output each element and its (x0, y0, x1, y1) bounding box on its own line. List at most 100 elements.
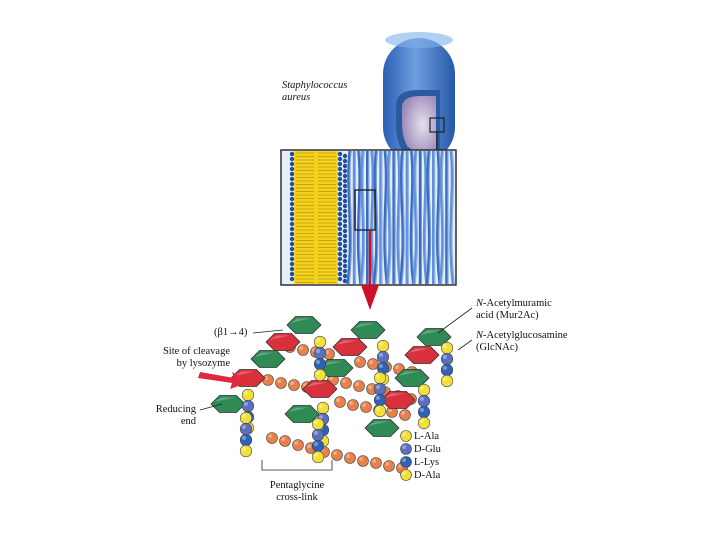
ball-highlight (368, 385, 373, 390)
lipid-head (289, 236, 295, 242)
glcnac-n-prefix: N (476, 330, 484, 341)
pentaglycine-label: Pentaglycine cross-link (247, 480, 347, 504)
glycine-unit (292, 439, 304, 451)
lipid-head (342, 173, 348, 179)
peptidoglycan-fiber (438, 150, 445, 285)
glycine-unit (383, 460, 395, 472)
zoom-arrow-red (361, 230, 379, 310)
lipid-head (289, 276, 295, 282)
peptidoglycan-fiber (425, 150, 432, 285)
lipid-head (342, 178, 348, 184)
sugar-highlight (420, 330, 441, 335)
peptide-residue (440, 352, 454, 366)
glycine-unit (367, 358, 379, 370)
ball-highlight (375, 373, 380, 378)
reducing-end-label: Reducing end (140, 404, 196, 428)
peptide-legend: L-Ala D-Glu L-Lys D-Ala (414, 430, 441, 482)
fiber-highlight (411, 150, 415, 285)
lipid-head (337, 221, 343, 227)
fiber-highlight (398, 150, 402, 285)
peptidoglycan-fiber (396, 150, 402, 285)
glycine-unit (262, 374, 274, 386)
peptidoglycan-fiber (386, 150, 392, 285)
lipid-head (337, 186, 343, 192)
lipid-head (342, 193, 348, 199)
glcnac-abbrev: (GlcNAc) (476, 342, 518, 353)
lipid-head (289, 261, 295, 267)
lipid-head (337, 246, 343, 252)
lipid-head (342, 183, 348, 189)
lipid-head (337, 216, 343, 222)
peptide-residue (239, 422, 253, 436)
lipid-head (289, 166, 295, 172)
peptidoglycan-fiber (436, 150, 442, 285)
mur2ac-sugar (380, 391, 416, 409)
sugar-highlight (254, 352, 275, 357)
ball-highlight (401, 411, 406, 416)
ball-highlight (442, 376, 447, 381)
ball-highlight (241, 435, 246, 440)
ball-highlight (243, 401, 248, 406)
ball-highlight (419, 407, 424, 412)
sugar-highlight (269, 335, 290, 340)
organism-genus: Staphylococcus (282, 80, 348, 91)
ball-highlight (294, 441, 299, 446)
lipid-head (342, 153, 348, 159)
glycine-unit (344, 452, 356, 464)
legend-ball (400, 430, 412, 442)
lipid-head (289, 186, 295, 192)
glcnac-sugar (394, 369, 430, 387)
ball-highlight (402, 471, 407, 476)
sugar-highlight (214, 397, 235, 402)
lipid-head (337, 196, 343, 202)
peptide-residue (417, 405, 431, 419)
lipid-head (342, 258, 348, 264)
fiber-highlight (425, 150, 429, 285)
peptidoglycan-fiber (383, 150, 389, 285)
peptide-residue (311, 417, 325, 431)
lipid-head (342, 228, 348, 234)
fiber-highlight (388, 150, 392, 285)
fiber-highlight (451, 150, 455, 285)
peptide-residue (440, 341, 454, 355)
lipid-head (342, 218, 348, 224)
fiber-highlight (427, 150, 431, 285)
ball-highlight (346, 454, 351, 459)
sugar-highlight (234, 371, 255, 376)
lipid-head (289, 251, 295, 257)
ball-highlight (385, 462, 390, 467)
sugar-highlight (398, 371, 419, 376)
glcnac-sugar (284, 405, 320, 423)
glycine-unit (297, 344, 309, 356)
glycine-unit (288, 379, 300, 391)
sugar-highlight (408, 348, 429, 353)
mur2ac-name: -Acetylmuramic (483, 298, 552, 309)
lipid-head (289, 271, 295, 277)
leader-reducing (199, 403, 223, 411)
ball-highlight (419, 385, 424, 390)
peptide-residue (239, 444, 253, 458)
lipid-head (289, 226, 295, 232)
peptide-residue (313, 335, 327, 349)
bacterium (383, 32, 455, 172)
peptidoglycan-fiber (346, 150, 352, 285)
lipid-head (289, 241, 295, 247)
lipid-head (289, 246, 295, 252)
fiber-highlight (401, 150, 405, 285)
fiber-highlight (385, 150, 389, 285)
lipid-head (289, 171, 295, 177)
ball-highlight (442, 343, 447, 348)
lipid-head (337, 271, 343, 277)
ball-highlight (355, 382, 360, 387)
lipid-head (337, 171, 343, 177)
peptide-residue (239, 411, 253, 425)
sugar-highlight (290, 318, 311, 323)
reducing-line1: Reducing (155, 404, 196, 415)
ball-highlight (359, 457, 364, 462)
ball-highlight (318, 414, 323, 419)
mur2ac-abbrev: acid (Mur2Ac) (476, 310, 539, 321)
ball-highlight (336, 398, 341, 403)
lipid-head (289, 231, 295, 237)
sugar-highlight (336, 340, 357, 345)
